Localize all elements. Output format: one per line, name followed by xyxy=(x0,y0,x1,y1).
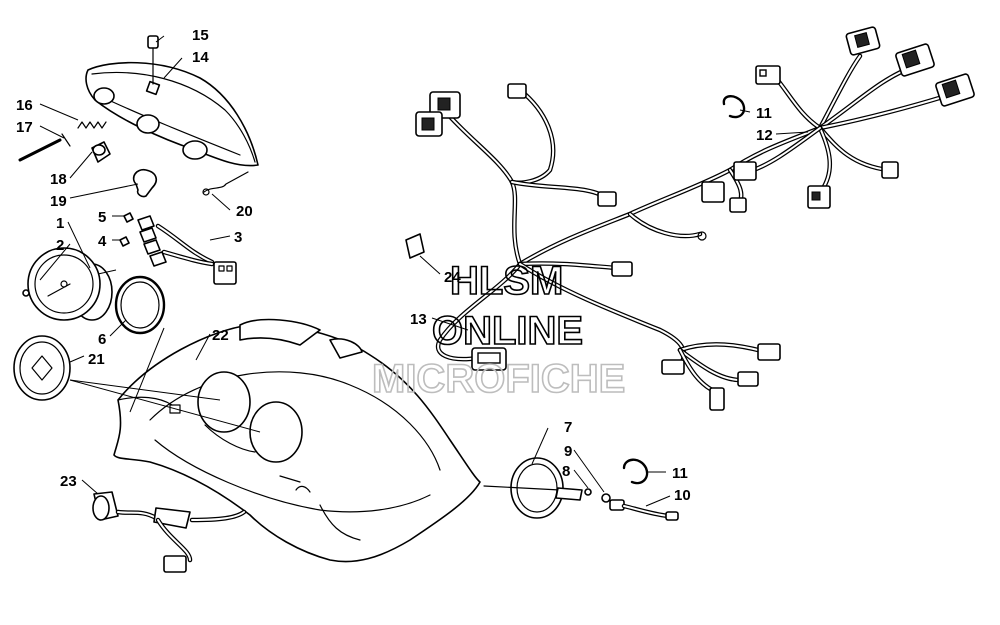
cable-tie-upper xyxy=(722,95,746,119)
gauge-bulb-socket-harness xyxy=(137,215,237,285)
harness-connector-mid-a xyxy=(701,161,757,213)
callout-24: 24 xyxy=(444,269,461,286)
callout-9: 9 xyxy=(564,443,572,460)
harness-connector-small-mid xyxy=(597,191,617,207)
gauge-bezel xyxy=(13,335,71,401)
indicator-nut xyxy=(584,488,592,496)
harness-connector-small-top xyxy=(507,83,527,99)
callout-12: 12 xyxy=(756,127,773,144)
indicator-bulb-socket xyxy=(609,499,679,521)
callout-22: 22 xyxy=(212,327,229,344)
indicator-bulb-a xyxy=(123,212,134,223)
watermark-line2: ONLINE xyxy=(432,309,583,353)
callout-7: 7 xyxy=(564,419,572,436)
callout-19: 19 xyxy=(50,193,67,210)
callout-2: 2 xyxy=(56,237,64,254)
harness-connector-top-b xyxy=(895,43,935,77)
indicator-bulb-b xyxy=(119,236,130,247)
adjuster-spring xyxy=(77,121,107,129)
harness-connector-center xyxy=(611,261,633,277)
dash-wire-harness xyxy=(92,491,247,573)
gauge-screw xyxy=(22,289,30,297)
callout-21: 21 xyxy=(88,351,105,368)
callout-17: 17 xyxy=(16,119,33,136)
harness-connector-top-a xyxy=(845,26,881,56)
callout-15: 15 xyxy=(192,27,209,44)
callout-18: 18 xyxy=(50,171,67,188)
headlight-bulb xyxy=(91,141,111,163)
callout-5: 5 xyxy=(98,209,106,226)
indicator-gauge xyxy=(483,457,583,519)
harness-clip-24 xyxy=(405,233,425,259)
harness-ring-terminal xyxy=(697,231,707,241)
harness-connector-top-c xyxy=(935,73,975,107)
callout-23: 23 xyxy=(60,473,77,490)
watermark-line3: MICROFICHE xyxy=(372,357,625,401)
callout-10: 10 xyxy=(674,487,691,504)
callout-1: 1 xyxy=(56,215,64,232)
harness-connector-top-d xyxy=(755,65,781,85)
callout-20: 20 xyxy=(236,203,253,220)
callout-6: 6 xyxy=(98,331,106,348)
harness-connector-13 xyxy=(471,347,507,371)
harness-connector-mid-right xyxy=(807,185,831,209)
callout-13: 13 xyxy=(410,311,427,328)
indicator-washer xyxy=(601,493,611,503)
watermark-line1: HLSM xyxy=(450,259,563,303)
callout-8: 8 xyxy=(562,463,570,480)
retainer-clip xyxy=(202,171,249,196)
callout-11-upper: 11 xyxy=(756,105,772,122)
cable-tie-lower xyxy=(622,458,649,485)
harness-connector-right xyxy=(881,161,899,179)
harness-connector-lower-right xyxy=(661,343,781,411)
callout-14: 14 xyxy=(192,49,209,66)
callout-11-lower: 11 xyxy=(672,465,688,482)
speedometer-gauge xyxy=(27,247,113,321)
headlight-socket xyxy=(132,168,158,198)
headlight-housing xyxy=(85,61,259,167)
gauge-seal-ring xyxy=(114,275,166,335)
callout-16: 16 xyxy=(16,97,33,114)
adjuster-screw xyxy=(18,133,71,162)
harness-connector-upper-left xyxy=(415,91,461,137)
leader-lines xyxy=(39,35,809,507)
callout-3: 3 xyxy=(234,229,242,246)
callout-4: 4 xyxy=(98,233,107,250)
dash-panel xyxy=(113,318,481,563)
headlight-clip xyxy=(147,35,159,85)
